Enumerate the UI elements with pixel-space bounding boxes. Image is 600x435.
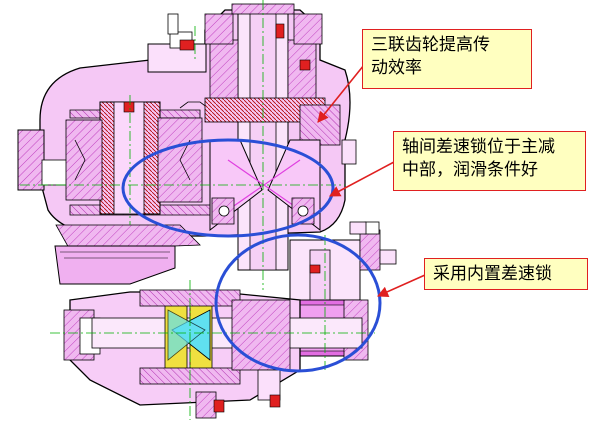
- callout-text: 动效率: [371, 58, 422, 78]
- arrow-internal-lock: [376, 274, 426, 298]
- callout-inter-axle-lock: 轴间差速锁位于主减 中部，润滑条件好: [393, 131, 586, 191]
- callout-triple-gear: 三联齿轮提高传 动效率: [362, 29, 532, 89]
- callout-text: 三联齿轮提高传: [371, 35, 490, 55]
- triple-gear: [65, 101, 209, 215]
- arrow-triple-gear: [317, 59, 369, 123]
- highlight-ellipse-diff-lock: [214, 233, 382, 373]
- arrow-inter-axle-lock: [329, 161, 395, 197]
- callout-internal-lock: 采用内置差速锁: [424, 258, 588, 290]
- callout-text: 中部，润滑条件好: [402, 160, 538, 180]
- callout-text: 采用内置差速锁: [433, 264, 552, 284]
- callout-text: 轴间差速锁位于主减: [402, 137, 555, 157]
- top-fixtures: [123, 23, 397, 274]
